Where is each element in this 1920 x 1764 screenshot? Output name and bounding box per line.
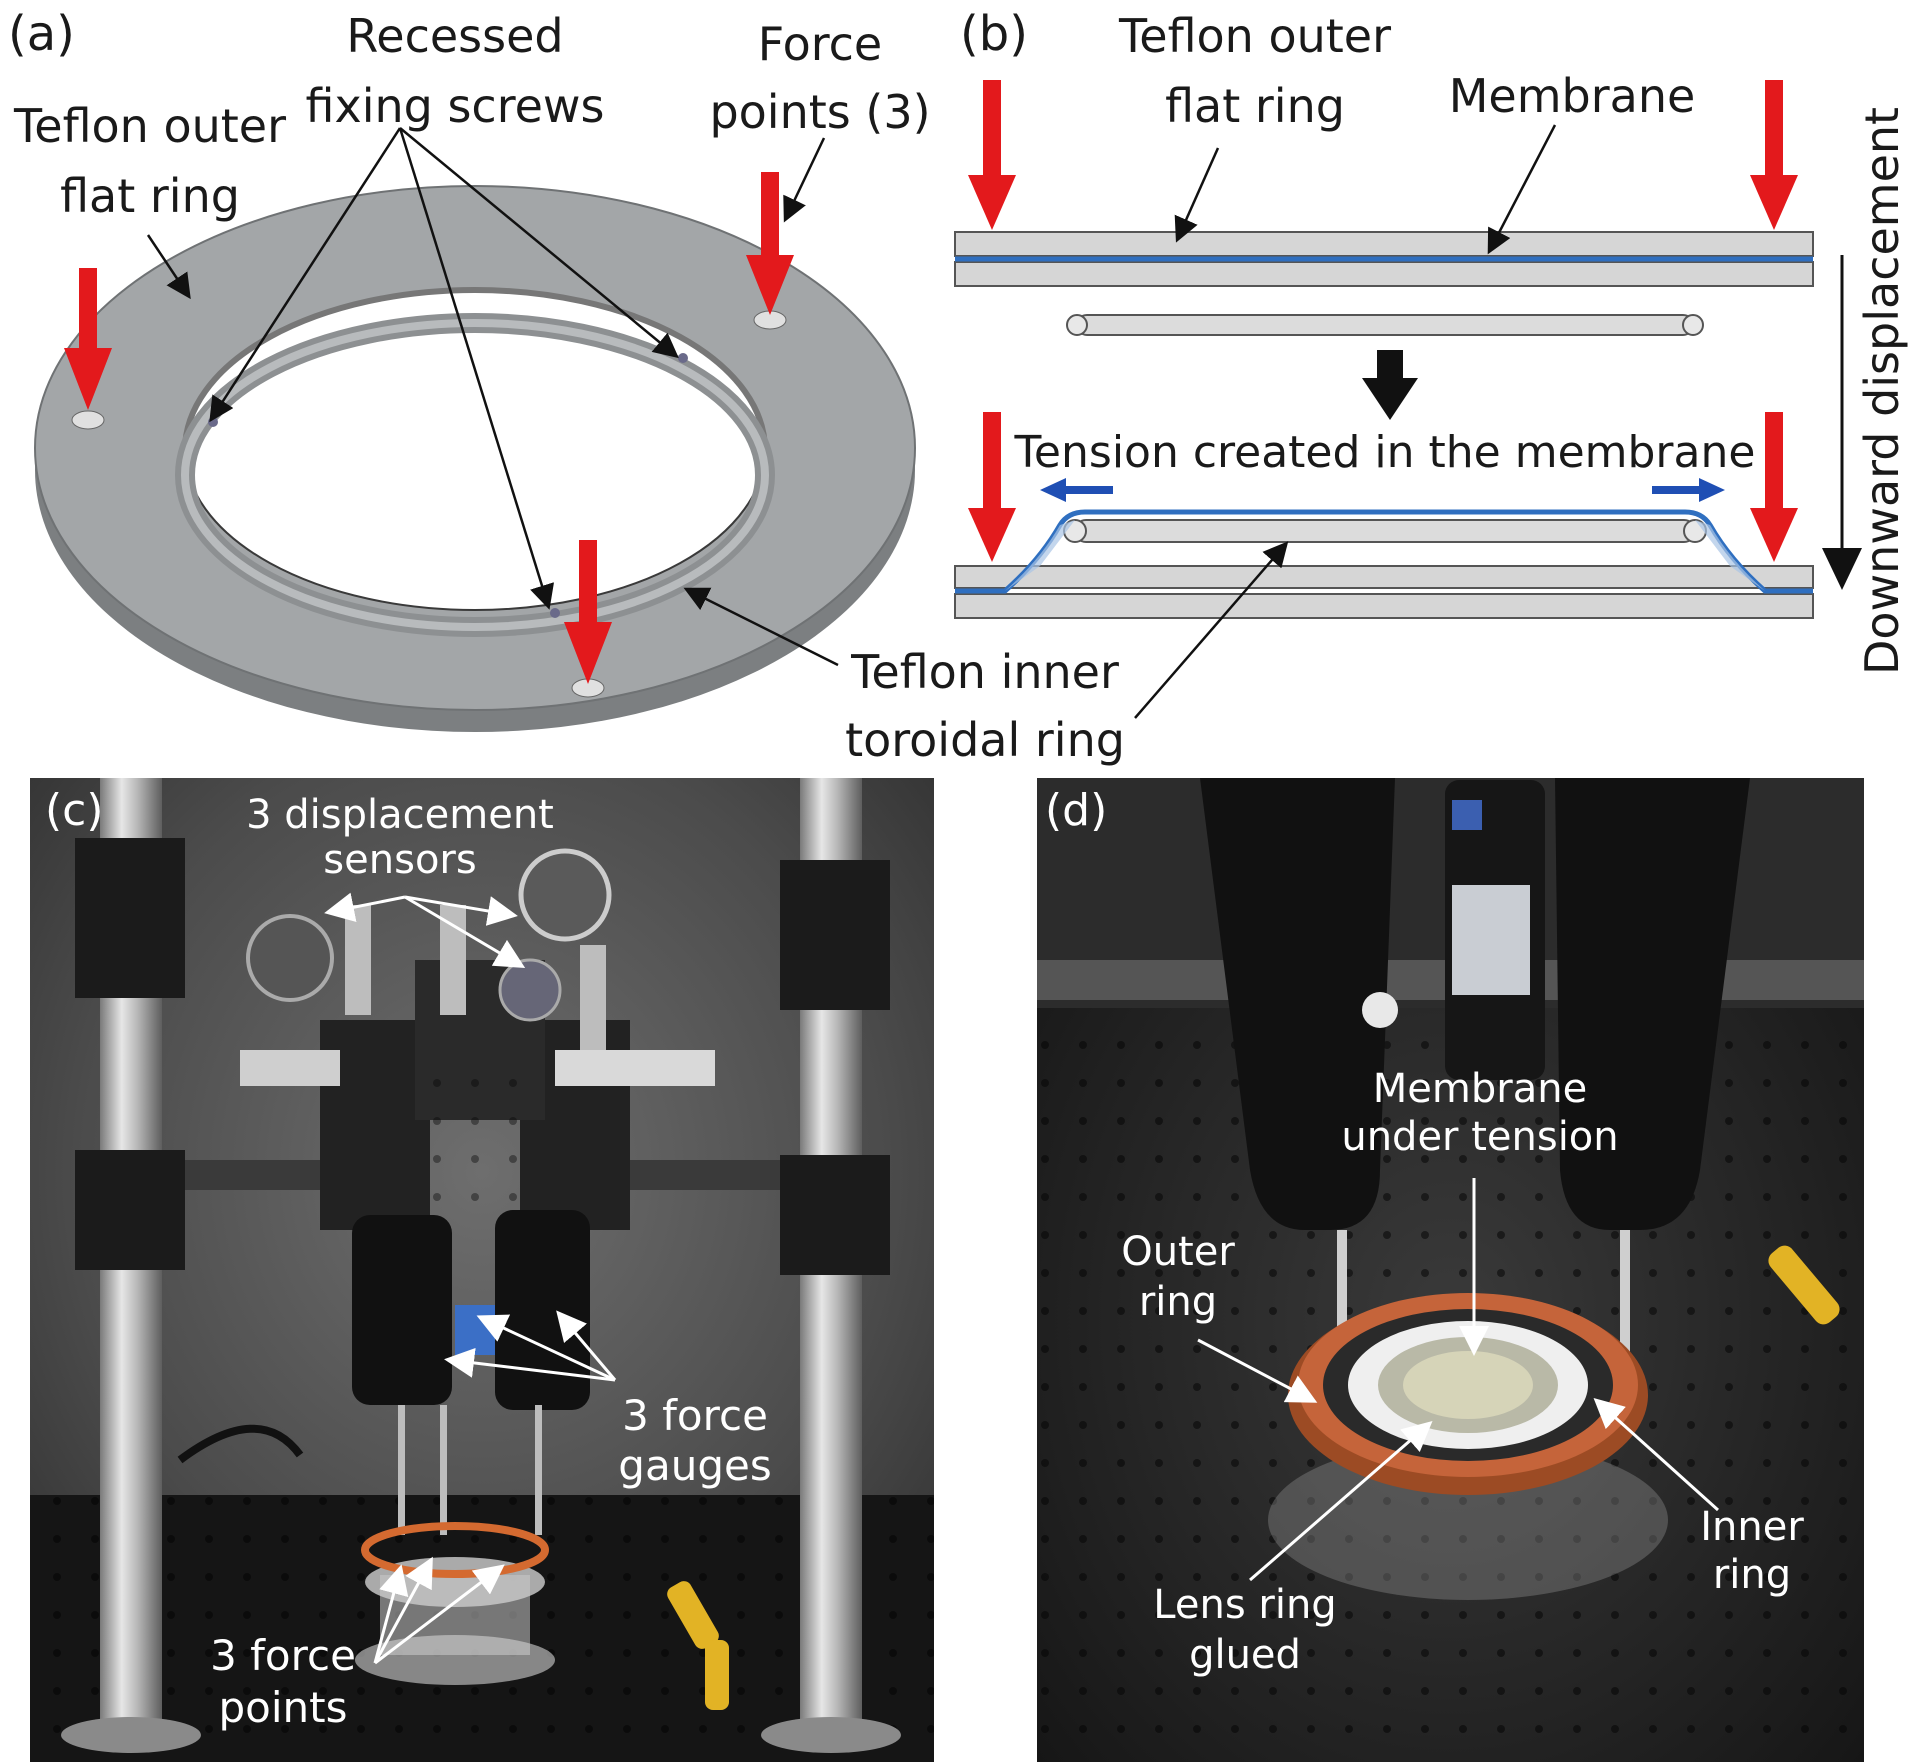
screw-icon xyxy=(550,608,560,618)
inner-toroidal-ring xyxy=(175,313,775,637)
d-outer-label-1: Outer xyxy=(1121,1229,1235,1275)
force-label-2: points (3) xyxy=(709,85,930,139)
leader-line xyxy=(1174,147,1220,243)
b-outer-ring-label-1: Teflon outer xyxy=(1118,9,1391,63)
leader-line xyxy=(324,892,406,923)
inner-ring-label-1: Teflon inner xyxy=(850,645,1119,699)
leader-line xyxy=(1249,1421,1433,1582)
leader-line xyxy=(373,1564,409,1664)
panel-b: (b) xyxy=(954,6,1909,719)
leader-line xyxy=(476,1314,616,1382)
leader-line xyxy=(404,895,526,969)
leader-line xyxy=(209,127,402,423)
leader-line xyxy=(374,1564,505,1665)
displacement-label: Downward displacement xyxy=(1855,107,1909,675)
panel-c-tag: (c) xyxy=(45,785,104,836)
force-arrow-icon xyxy=(64,172,794,684)
flat-ring-cross-section xyxy=(954,231,1814,287)
toroidal-ring-cross-section xyxy=(1066,314,1704,336)
leader-line xyxy=(373,1556,433,1664)
force-point-hole xyxy=(71,410,105,430)
screws-label-1: Recessed xyxy=(346,9,563,63)
tensioned-cross-section xyxy=(954,509,1814,619)
force-arrow-icon xyxy=(968,412,1798,562)
leader-line xyxy=(1197,1338,1318,1403)
leader-line xyxy=(683,587,839,667)
d-lens-label-1: Lens ring xyxy=(1153,1582,1336,1628)
screw-icon xyxy=(678,353,688,363)
leader-line xyxy=(404,895,518,926)
b-membrane-label: Membrane xyxy=(1449,69,1696,123)
outer-ring-label-1: Teflon outer xyxy=(13,99,286,153)
b-outer-ring-label-2: flat ring xyxy=(1165,79,1345,133)
d-inner-label-1: Inner xyxy=(1700,1504,1804,1550)
sensors-label-2: sensors xyxy=(323,837,476,883)
points-label-1: 3 force xyxy=(210,1631,356,1680)
step-arrow-icon xyxy=(1362,350,1418,420)
d-membrane-label-2: under tension xyxy=(1341,1114,1618,1160)
leader-line xyxy=(1134,541,1289,719)
membrane-line xyxy=(955,509,1813,594)
panel-a-tag: (a) xyxy=(8,6,75,62)
leader-line xyxy=(398,127,555,610)
force-label-1: Force xyxy=(758,17,882,71)
d-lens-label-2: glued xyxy=(1189,1632,1301,1678)
panel-c-photo: (c) 3 displacement sensors 3 force gauge… xyxy=(30,778,934,1762)
tension-label: Tension created in the membrane xyxy=(1014,427,1756,478)
tension-arrow-icon xyxy=(1040,478,1725,502)
panel-a: (a) xyxy=(8,6,1125,767)
d-outer-label-2: ring xyxy=(1139,1279,1217,1325)
panel-b-tag: (b) xyxy=(960,6,1028,62)
force-arrow-icon xyxy=(968,80,1798,230)
leader-line xyxy=(146,234,191,300)
d-inner-label-2: ring xyxy=(1713,1552,1791,1598)
gauges-label-2: gauges xyxy=(618,1441,771,1490)
leader-line xyxy=(783,137,826,223)
leader-line xyxy=(556,1310,617,1381)
leader-line xyxy=(399,127,679,359)
leader-line xyxy=(1487,124,1557,255)
panel-d-photo: (d) Membrane under tension Outer ring In… xyxy=(1037,778,1864,1762)
leader-line xyxy=(1593,1397,1720,1512)
outer-ring-label-2: flat ring xyxy=(60,169,240,223)
sensors-label-1: 3 displacement xyxy=(246,792,554,838)
leader-line xyxy=(444,1347,616,1382)
d-membrane-label-1: Membrane xyxy=(1373,1066,1587,1112)
downward-displacement-arrow xyxy=(1822,255,1862,590)
points-label-2: points xyxy=(219,1683,348,1732)
panel-d-tag: (d) xyxy=(1045,785,1107,836)
gauges-label-1: 3 force xyxy=(622,1391,768,1440)
inner-ring-label-2: toroidal ring xyxy=(845,713,1125,767)
screws-label-2: fixing screws xyxy=(306,79,605,133)
